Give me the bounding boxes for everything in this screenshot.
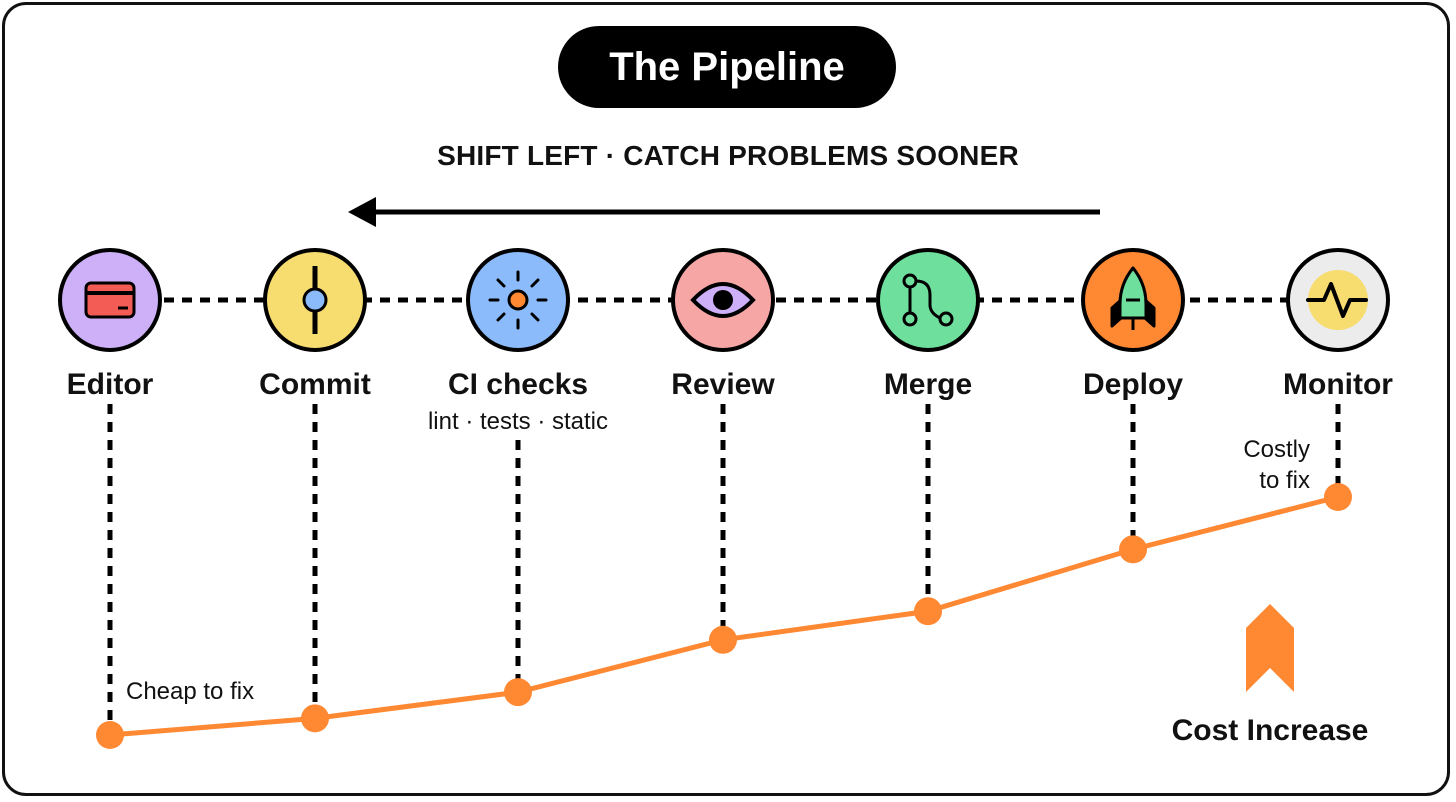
costly-to-fix-note: Costly to fix [1210,434,1310,496]
stage-merge-node [876,248,980,352]
stage-monitor-node [1286,248,1390,352]
cost-point-editor [96,721,124,749]
stage-label-review: Review [671,368,775,401]
stage-editor-node [58,248,162,352]
cost-increase-label: Cost Increase [1171,714,1369,747]
stage-review-node [671,248,775,352]
pulse-icon [1306,270,1368,330]
rocket-icon [1110,266,1156,330]
credit-card-icon [84,281,136,319]
eye-icon [690,282,756,318]
stage-ci-checks-node [466,248,570,352]
stage-deploy-node [1081,248,1185,352]
stage-commit-node [263,248,367,352]
stage-label-monitor: Monitor [1283,368,1393,401]
commit-icon [302,266,328,334]
stage-label-commit: Commit [259,368,371,401]
costly-note-line1: Costly [1243,436,1310,463]
cost-point-commit [301,704,329,733]
cost-point-deploy [1119,535,1147,564]
sun-gear-icon [488,270,548,330]
page-title: The Pipeline [558,26,896,108]
merge-icon [902,273,954,327]
cost-increase-arrow-icon [1246,604,1294,692]
cost-point-ci-checks [504,678,532,707]
stage-label-merge: Merge [883,368,973,401]
ci-checks-sublabel: lint · tests · static [427,408,609,435]
cost-point-review [709,625,737,654]
costly-note-line2: to fix [1259,467,1310,494]
stage-label-deploy: Deploy [1082,368,1184,401]
cost-point-merge [914,597,942,626]
cheap-to-fix-note: Cheap to fix [126,678,255,705]
shift-left-arrow [348,197,1100,227]
stage-label-editor: Editor [66,368,154,401]
stage-label-ci-checks: CI checks [447,368,589,401]
shift-left-caption: SHIFT LEFT · CATCH PROBLEMS SOONER [437,140,1019,171]
cost-point-monitor [1324,483,1352,511]
